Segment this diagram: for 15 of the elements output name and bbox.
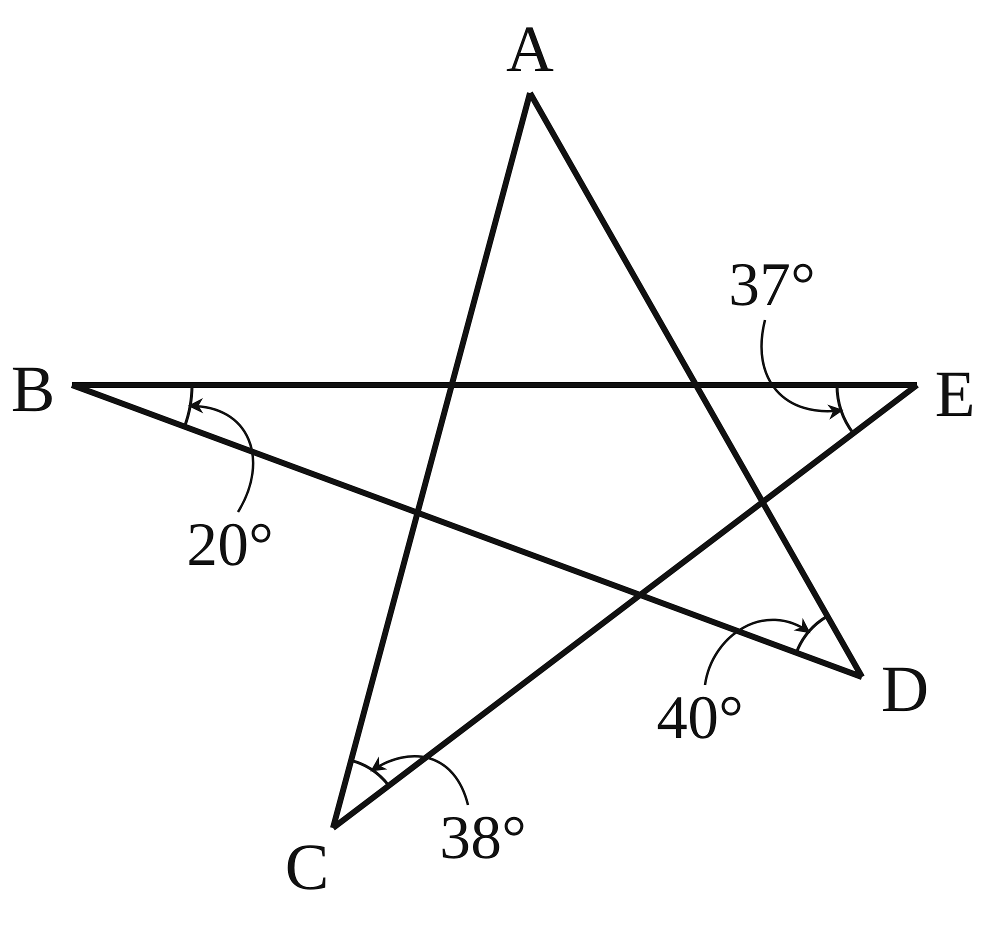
angle-label: 38° — [440, 807, 526, 869]
angle-label: 20° — [186, 514, 274, 576]
leader-arrow — [188, 399, 254, 513]
angle-arc — [794, 614, 828, 654]
angle-label: 37° — [728, 254, 816, 316]
vertex-label: D — [881, 657, 929, 723]
leader-arrow — [760, 320, 844, 419]
vertex-label: B — [10, 357, 56, 423]
vertex-label: E — [934, 362, 976, 428]
angle-label: 40° — [656, 687, 744, 749]
leader-arrow — [370, 755, 470, 806]
vertex-label: C — [284, 835, 330, 901]
leader-arrow — [704, 618, 811, 686]
vertex-label: A — [506, 17, 554, 83]
angle-arc — [350, 758, 390, 787]
